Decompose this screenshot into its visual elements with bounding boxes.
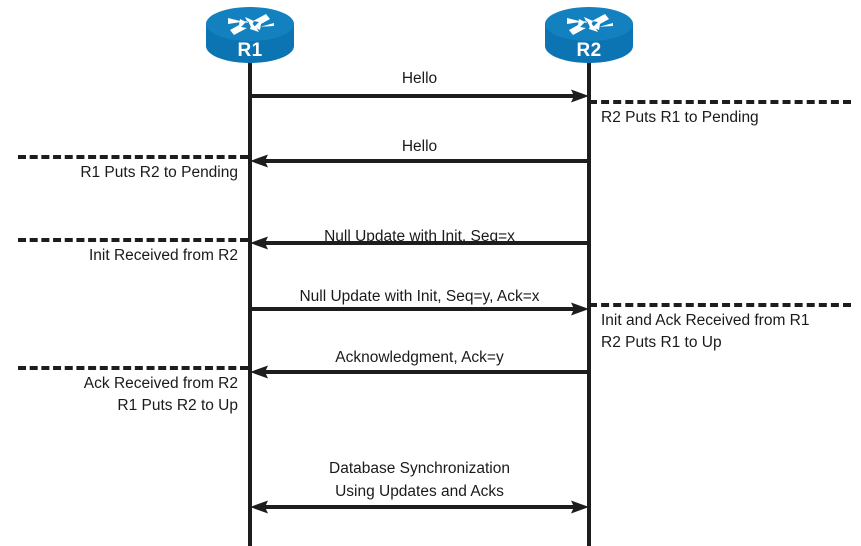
note-dashed-rule	[18, 155, 248, 159]
message-arrow-null-update-init-y	[250, 302, 589, 316]
note-dashed-rule	[18, 366, 248, 370]
note-text-line1: Ack Received from R2	[83, 375, 238, 392]
note-text-line1: R1 Puts R2 to Pending	[80, 164, 238, 181]
message-label-null-update-init-x: Null Update with Init, Seq=x	[324, 228, 515, 245]
note-text-line1: R2 Puts R1 to Pending	[601, 109, 759, 126]
message-arrow-acknowledgment	[250, 365, 589, 379]
note-dashed-rule	[589, 100, 851, 104]
router-icon	[545, 7, 633, 63]
message-arrow-hello-1	[250, 89, 589, 103]
note-dashed-rule	[18, 238, 248, 242]
note-r1-up: Ack Received from R2 R1 Puts R2 to Up	[18, 366, 248, 416]
message-label-hello-1: Hello	[401, 70, 438, 87]
message-label-acknowledgment: Acknowledgment, Ack=y	[335, 349, 504, 366]
lifeline-r2	[587, 48, 591, 546]
note-r2-up: Init and Ack Received from R1 R2 Puts R1…	[589, 303, 851, 353]
router-icon	[206, 7, 294, 63]
node-r1[interactable]: R1	[204, 4, 296, 66]
note-text-line2: R1 Puts R2 to Up	[117, 396, 238, 414]
message-label-db-sync-line1: Database Synchronization	[329, 460, 510, 477]
message-arrow-hello-2	[250, 154, 589, 168]
note-r2-pending: R2 Puts R1 to Pending	[589, 100, 851, 129]
message-label-hello-2: Hello	[401, 138, 438, 155]
note-text-line1: Init Received from R2	[88, 247, 238, 264]
note-text-line1: Init and Ack Received from R1	[601, 312, 810, 329]
note-text-line2: R2 Puts R1 to Up	[601, 333, 722, 351]
note-r1-pending: R1 Puts R2 to Pending	[18, 155, 248, 184]
message-arrow-null-update-init-x	[250, 236, 589, 250]
note-init-received: Init Received from R2	[18, 238, 248, 267]
message-label-null-update-init-y: Null Update with Init, Seq=y, Ack=x	[299, 288, 540, 305]
message-label-db-sync-line2: Using Updates and Acks	[335, 483, 504, 500]
message-arrow-db-sync	[250, 500, 589, 514]
note-dashed-rule	[589, 303, 851, 307]
lifeline-r1	[248, 48, 252, 546]
node-r2[interactable]: R2	[543, 4, 635, 66]
